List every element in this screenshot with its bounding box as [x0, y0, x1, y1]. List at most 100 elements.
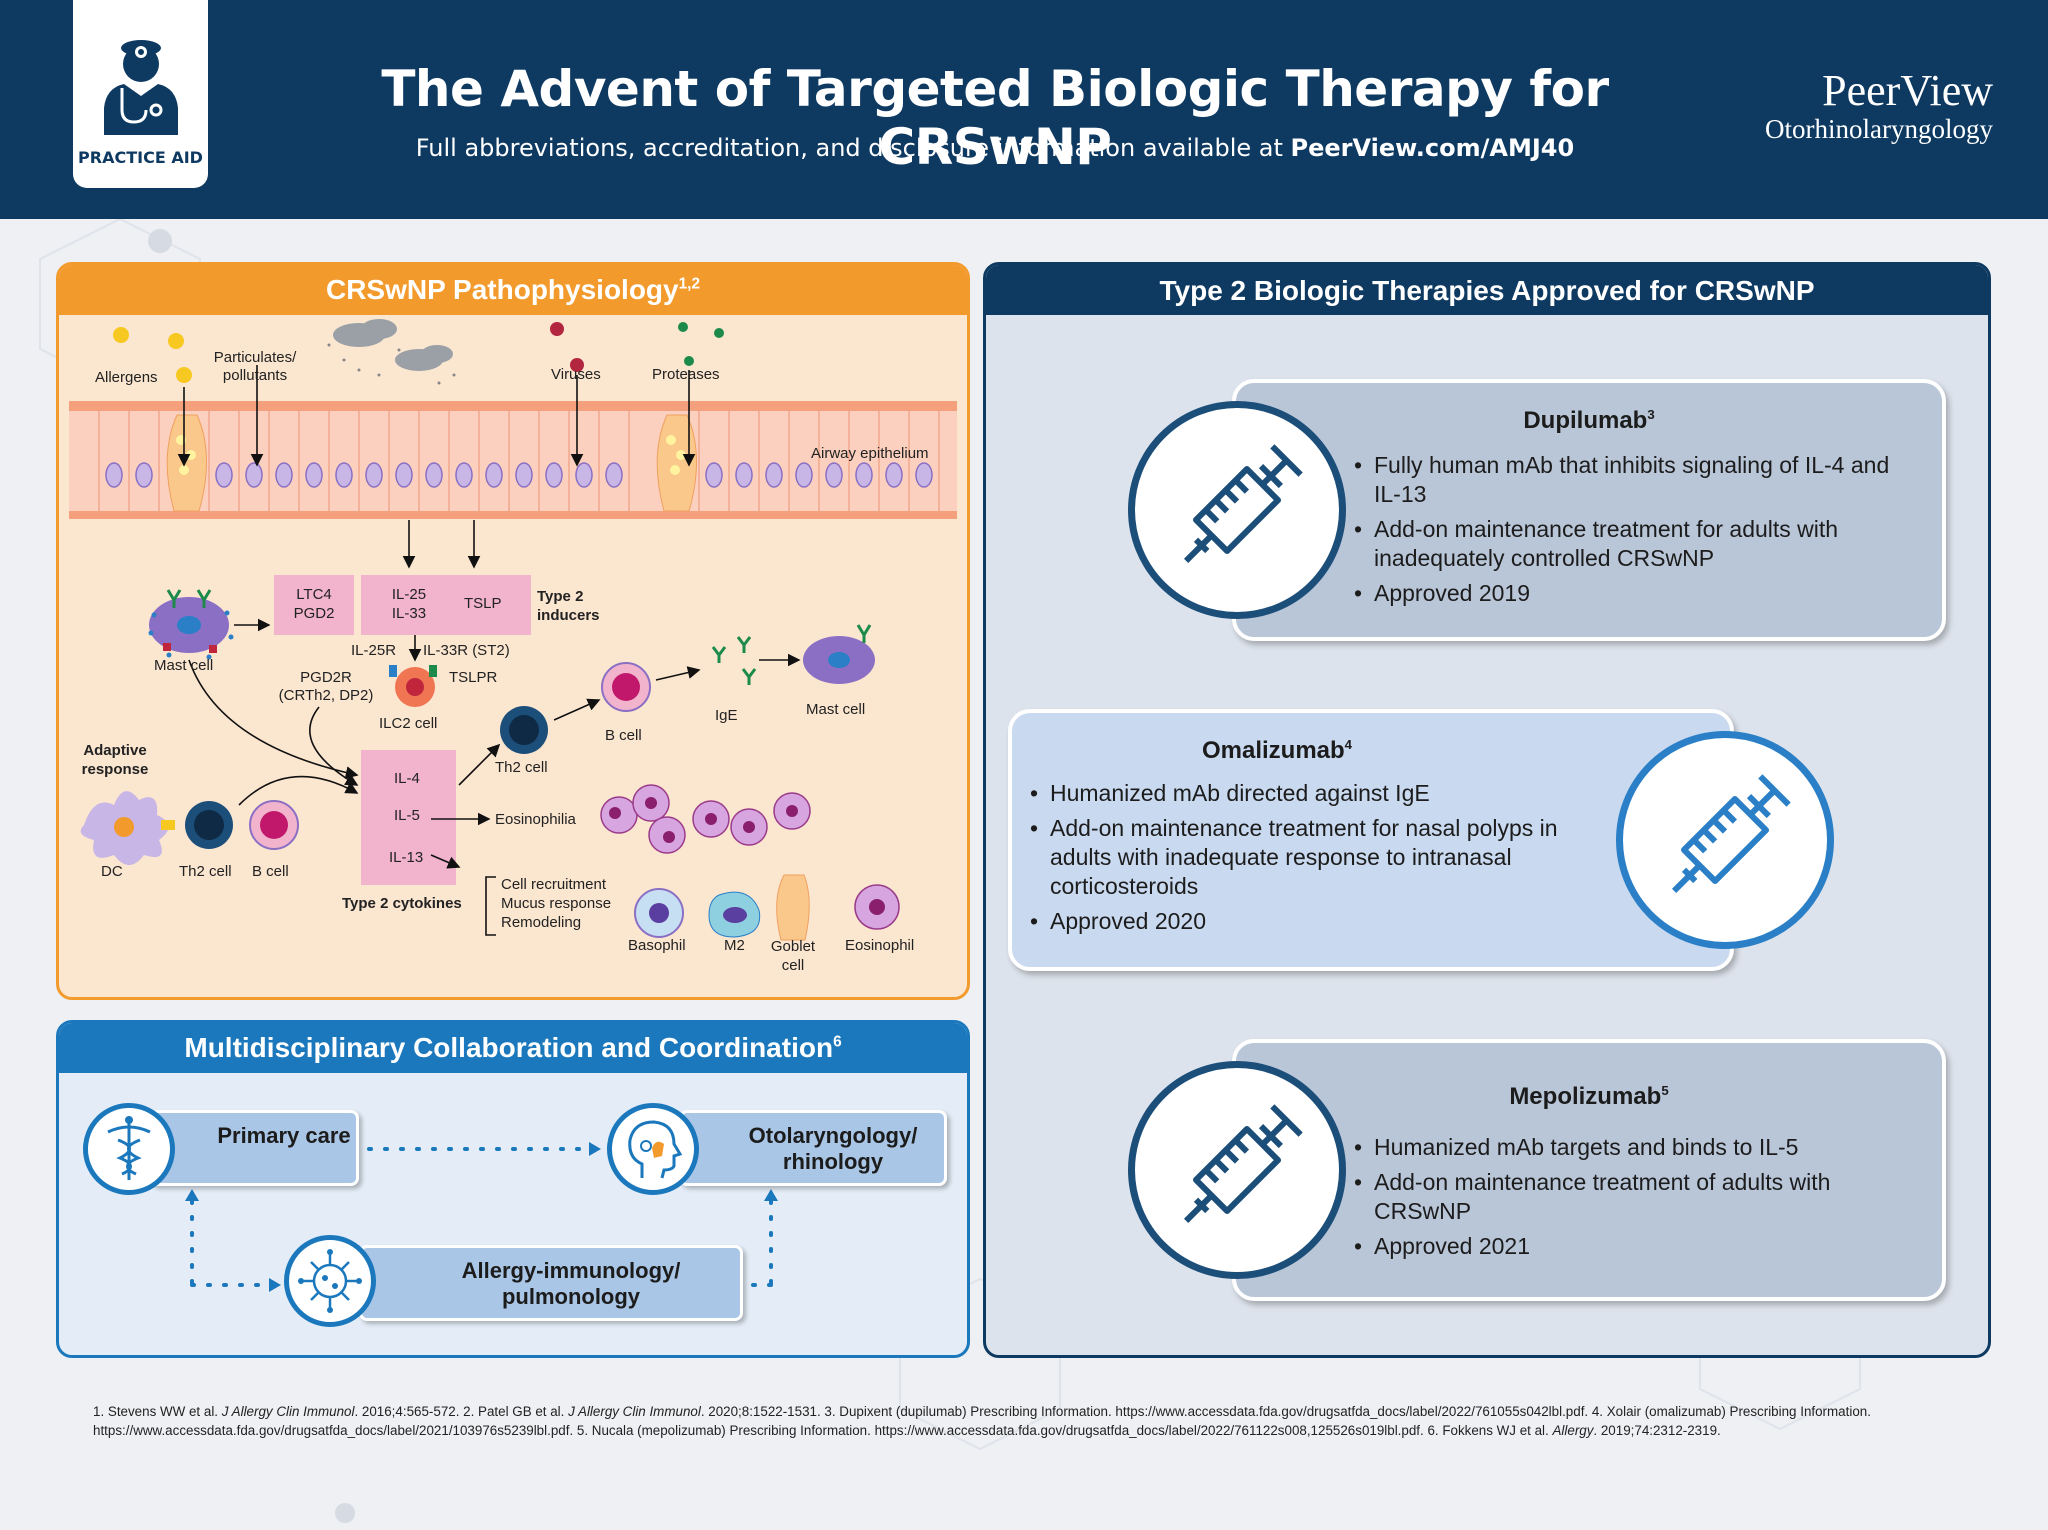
mepolizumab-card: Mepolizumab5 Humanized mAb targets and b…	[1232, 1039, 1946, 1301]
goblet-cell-small-icon	[776, 874, 810, 941]
ilc2-cell-icon	[389, 665, 437, 707]
subtitle-text: Full abbreviations, accreditation, and d…	[415, 134, 1291, 162]
dupilumab-sup: 3	[1647, 407, 1655, 422]
brand-subtitle: Otorhinolaryngology	[1765, 114, 1993, 144]
eosinophil-label: Eosinophil	[845, 937, 915, 954]
practice-aid-badge: PRACTICE AID	[73, 0, 208, 188]
syringe-icon	[1183, 444, 1303, 564]
caduceus-icon	[107, 1116, 151, 1180]
th2-cell-center-label: Th2 cell	[495, 759, 548, 776]
omalizumab-sup: 4	[1344, 737, 1353, 752]
virus-outline-icon	[298, 1249, 362, 1313]
omalizumab-name-text: Omalizumab	[1201, 737, 1345, 764]
b-cell-left-icon	[249, 800, 299, 850]
omalizumab-card: Omalizumab4 Humanized mAb directed again…	[1008, 709, 1734, 971]
dupilumab-bullets: Fully human mAb that inhibits signaling …	[1354, 451, 1914, 608]
syringe-icon	[1183, 1104, 1303, 1224]
omalizumab-bullets: Humanized mAb directed against IgE Add-o…	[1030, 779, 1570, 936]
reference-text: . 2020;8:1522-1531. 3. Dupixent (dupilum…	[93, 1404, 1871, 1438]
badge-label: PRACTICE AID	[78, 148, 203, 167]
dupilumab-bullet-1: Fully human mAb that inhibits signaling …	[1354, 451, 1914, 509]
header-banner: PRACTICE AID The Advent of Targeted Biol…	[0, 0, 2048, 219]
page-title: The Advent of Targeted Biologic Therapy …	[381, 60, 1609, 176]
th2-cell-left-label: Th2 cell	[179, 863, 232, 880]
mast-cell-right-label: Mast cell	[806, 701, 866, 718]
otolaryngology-circle	[607, 1103, 699, 1195]
mast-cell-right-icon	[803, 624, 875, 684]
primary-care-card: Primary care	[149, 1110, 359, 1186]
il5-label: IL-5	[394, 807, 420, 824]
pgd2r-label: PGD2R(CRTh2, DP2)	[271, 669, 381, 705]
page-subtitle: Full abbreviations, accreditation, and d…	[260, 134, 1730, 162]
reference-journal: J Allergy Clin Immunol	[221, 1404, 355, 1419]
cell-recruitment-text: Cell recruitment	[501, 876, 607, 893]
pathophysiology-title: CRSwNP Pathophysiology1,2	[59, 265, 967, 315]
crth2-text: (CRTh2, DP2)	[278, 687, 374, 704]
tslpr-label: TSLPR	[449, 669, 498, 686]
allergy-immunology-circle	[284, 1235, 376, 1327]
pollutant-cloud-icon	[333, 319, 453, 371]
mast-cell-left-icon	[148, 589, 234, 660]
ltc4-text: LTC4	[296, 586, 332, 603]
proteases-label: Proteases	[652, 366, 720, 383]
multidisciplinary-panel: Multidisciplinary Collaboration and Coor…	[56, 1020, 970, 1358]
th2-cell-center-icon	[500, 706, 548, 754]
mast-cell-left-label: Mast cell	[154, 657, 214, 674]
mepolizumab-name-text: Mepolizumab	[1509, 1083, 1662, 1110]
b-cell-left-label: B cell	[252, 863, 289, 880]
omalizumab-bullet-3: Approved 2020	[1030, 907, 1570, 936]
b-cell-center-label: B cell	[605, 727, 642, 744]
pgd2-text: PGD2	[293, 605, 335, 622]
omalizumab-bullet-1: Humanized mAb directed against IgE	[1030, 779, 1570, 808]
il33r-label: IL-33R (ST2)	[423, 642, 510, 659]
protease-icon	[678, 322, 724, 366]
ige-label: IgE	[715, 707, 738, 724]
dupilumab-name-text: Dupilumab	[1523, 407, 1648, 434]
dupilumab-bullet-2: Add-on maintenance treatment for adults …	[1354, 515, 1914, 573]
airway-epithelium-label: Airway epithelium	[811, 445, 929, 462]
brand-logo: PeerView Otorhinolaryngology	[1765, 66, 1993, 145]
ilc2-cell-label: ILC2 cell	[379, 715, 438, 732]
il13-label: IL-13	[389, 849, 424, 866]
adaptive-response-label: Adaptive response	[81, 742, 149, 778]
th2-cell-left-icon	[185, 801, 233, 849]
remodeling-text: Remodeling	[501, 914, 582, 931]
dupilumab-name: Dupilumab3	[1236, 407, 1942, 435]
subtitle-link[interactable]: PeerView.com/AMJ40	[1290, 134, 1575, 162]
allergens-label: Allergens	[95, 369, 158, 386]
il25r-label: IL-25R	[351, 642, 397, 659]
brand-name: PeerView	[1822, 66, 1993, 115]
omalizumab-circle	[1616, 731, 1834, 949]
mepolizumab-bullet-3: Approved 2021	[1354, 1232, 1914, 1261]
dupilumab-bullet-3: Approved 2019	[1354, 579, 1914, 608]
pathophysiology-title-text: CRSwNP Pathophysiology	[325, 274, 679, 305]
references: 1. Stevens WW et al. J Allergy Clin Immu…	[93, 1402, 1983, 1440]
tslp-label: TSLP	[464, 595, 502, 612]
m2-macrophage-icon	[708, 891, 761, 938]
reference-text: . 2016;4:565-572. 2. Patel GB et al.	[354, 1404, 569, 1419]
omalizumab-bullet-2: Add-on maintenance treatment for nasal p…	[1030, 814, 1570, 901]
reference-journal: J Allergy Clin Immunol	[568, 1404, 701, 1419]
particulates-label: Particulates/ pollutants	[213, 349, 297, 384]
multidisciplinary-title-sup: 6	[833, 1033, 842, 1051]
dupilumab-card: Dupilumab3 Fully human mAb that inhibits…	[1232, 379, 1946, 641]
allergy-immunology-card: Allergy-immunology/ pulmonology	[359, 1245, 743, 1321]
goblet-cell-label: Goblet cell	[770, 938, 816, 974]
mepolizumab-sup: 5	[1661, 1083, 1669, 1098]
head-profile-icon	[628, 1120, 683, 1179]
reference-journal: Allergy	[1552, 1423, 1594, 1438]
basophil-icon	[634, 888, 684, 938]
pathophysiology-panel: CRSwNP Pathophysiology1,2	[56, 262, 970, 1000]
b-cell-center-icon	[601, 662, 651, 712]
primary-care-circle	[83, 1103, 175, 1195]
multidisciplinary-title: Multidisciplinary Collaboration and Coor…	[59, 1023, 967, 1073]
otolaryngology-card: Otolaryngology/ rhinology	[679, 1110, 947, 1186]
omalizumab-name: Omalizumab4	[1012, 737, 1542, 765]
basophil-label: Basophil	[628, 937, 686, 954]
syringe-icon	[1671, 774, 1791, 894]
mepolizumab-bullet-2: Add-on maintenance treatment of adults w…	[1354, 1168, 1914, 1226]
type2-inducers-label: Type 2 inducers	[537, 588, 600, 624]
